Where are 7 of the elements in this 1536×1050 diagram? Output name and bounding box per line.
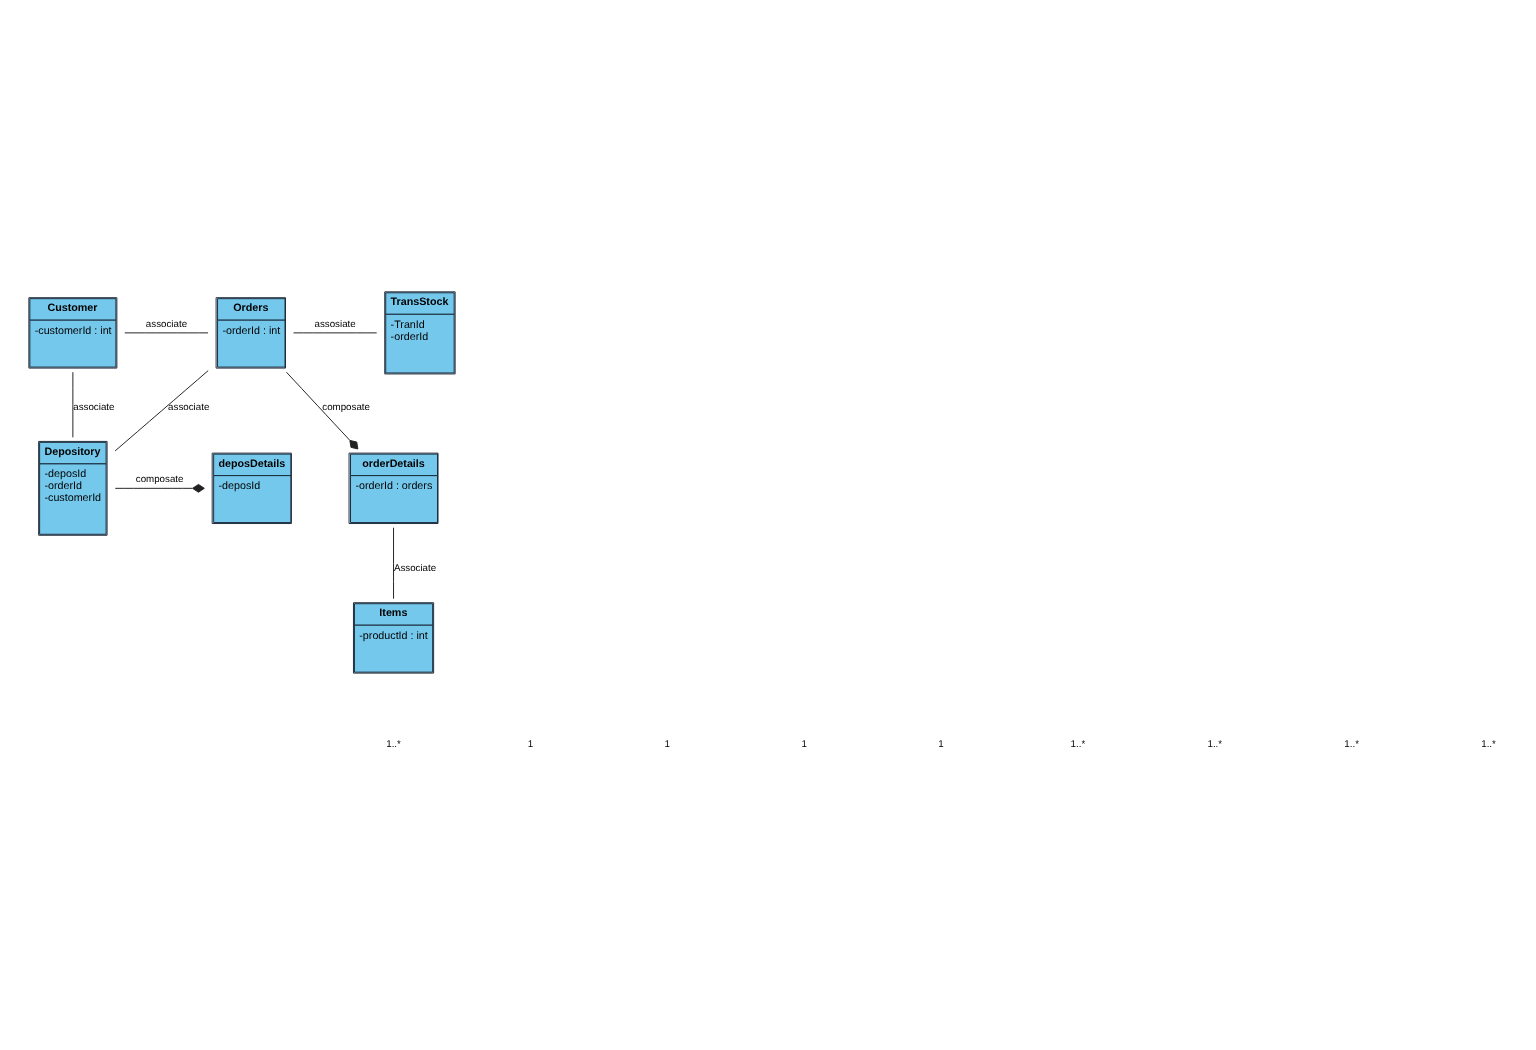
connector bbox=[293, 332, 378, 334]
connector bbox=[114, 370, 209, 452]
connector bbox=[124, 332, 209, 334]
connector bbox=[72, 371, 74, 438]
connector bbox=[285, 371, 359, 450]
connector bbox=[114, 483, 205, 493]
connector bbox=[393, 527, 395, 600]
